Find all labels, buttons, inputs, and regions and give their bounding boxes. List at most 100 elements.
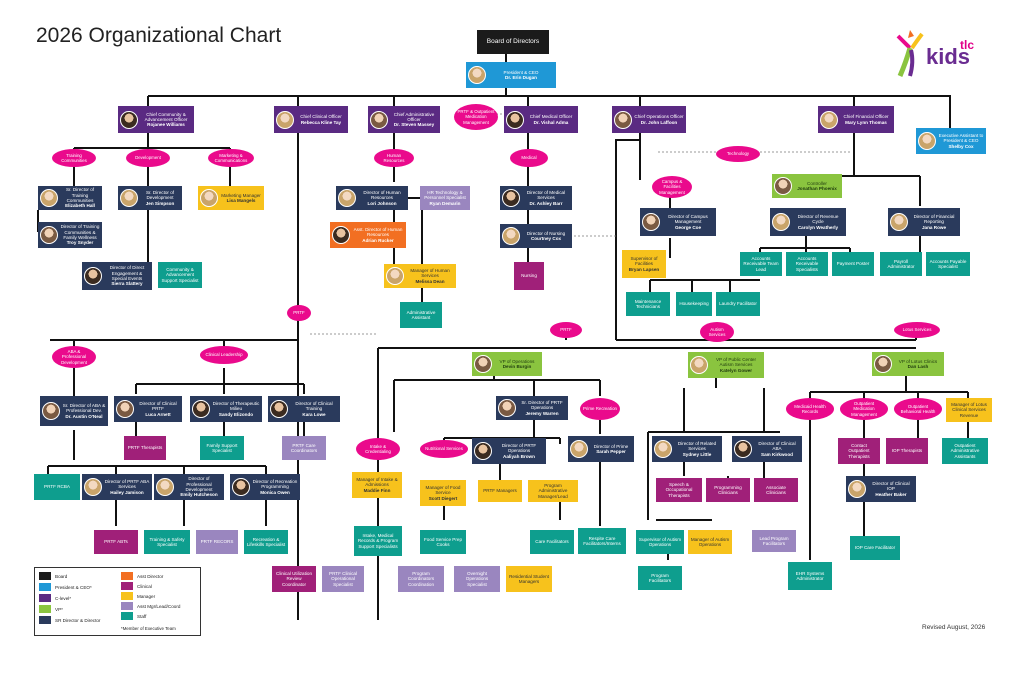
avatar bbox=[156, 478, 174, 496]
node-name: Monica Owen bbox=[260, 489, 290, 495]
node-name: Jeremy Warren bbox=[525, 410, 559, 416]
node-name: Elizabeth Hall bbox=[65, 203, 95, 209]
node-title: PRTF Therapists bbox=[127, 445, 163, 451]
node-title: VP of Operations bbox=[499, 358, 535, 364]
node-name: George Coe bbox=[674, 224, 702, 230]
cmo-name: Dr. Vishal Adma bbox=[533, 119, 569, 125]
legend-label: President & CEO* bbox=[55, 584, 92, 590]
speech-box: Speech & Occupational Therapists bbox=[656, 478, 702, 502]
node-title: Manager of Food Service bbox=[425, 485, 461, 496]
node-name: Lori Johnson bbox=[367, 200, 397, 206]
node-title: VP of Public Center Autism Services bbox=[715, 357, 756, 368]
acct-rec-box: Accounts Receivable Team Lead bbox=[740, 252, 782, 276]
node-title: Nursing bbox=[521, 273, 537, 279]
payment-poster-box: Payment Poster bbox=[832, 252, 874, 276]
exec-asst-name: Shelby Cox bbox=[948, 143, 974, 149]
oval-human-resources: Human Resources bbox=[374, 149, 414, 167]
avatar bbox=[40, 226, 58, 244]
node-name: Luca Arnett bbox=[145, 411, 171, 417]
node-title: Marketing Manager bbox=[221, 192, 261, 198]
legend-item: VP* bbox=[39, 605, 63, 613]
admin-asst-box: Administrative Assistant bbox=[400, 302, 442, 328]
legend-swatch bbox=[39, 572, 51, 580]
legend-swatch bbox=[121, 582, 133, 590]
node-title: Director of Campus Management bbox=[668, 214, 708, 225]
avatar bbox=[120, 110, 138, 129]
avatar bbox=[642, 213, 660, 231]
node-title: Director of Nursing bbox=[526, 230, 566, 236]
legend-item: Asst Director bbox=[121, 572, 163, 580]
coo-name: Dr. John Laffoon bbox=[640, 119, 678, 125]
avatar bbox=[690, 356, 708, 374]
node-title: PRTF Managers bbox=[483, 488, 517, 494]
node-name: Ryan Demarin bbox=[429, 200, 461, 206]
node-title: PRTF Care Coordinators bbox=[290, 442, 318, 453]
legend-item: Asst Mgr/Lead/Coord bbox=[121, 602, 180, 610]
iop-box: IOP Therapists bbox=[886, 438, 928, 464]
node-title: Controller bbox=[807, 180, 827, 186]
mgr-lotus-box: Manager of Lotus Clinical Services Reven… bbox=[946, 398, 992, 422]
legend-item: Clinical bbox=[121, 582, 152, 590]
avatar bbox=[848, 480, 866, 498]
avatar bbox=[270, 400, 288, 418]
node-title: Director of Direct Engagement & Special … bbox=[109, 265, 145, 281]
node-title: VP of Lotus Clinics bbox=[898, 358, 938, 364]
prtf-recor-box: PRTF RECORS bbox=[196, 530, 238, 554]
legend-item: C-level* bbox=[39, 594, 71, 602]
node-title: Respite Care Facilitators/Interns bbox=[583, 535, 621, 546]
nursing-box: Nursing bbox=[514, 262, 544, 290]
node-title: Training & Safety Specialist bbox=[149, 536, 185, 547]
node-title: Care Facilitators bbox=[535, 539, 569, 545]
avatar bbox=[468, 66, 486, 84]
mgr-autism-box: Manager of Autism Operations bbox=[688, 530, 732, 554]
node-title: Associate Clinicians bbox=[766, 484, 786, 495]
oval-aba-pd: ABA & Professional Development bbox=[52, 346, 96, 368]
avatar bbox=[734, 440, 752, 458]
avatar bbox=[116, 400, 134, 418]
community-adv-box: Community & Advancement Support Speciali… bbox=[158, 262, 202, 288]
rec-life-box: Recreation & Lifeskills Specialist bbox=[244, 530, 288, 554]
kidstlc-logo: kids tlc bbox=[890, 26, 1000, 86]
node-title: Sr. Director of Development bbox=[145, 190, 175, 201]
dir-dsp-box: Director of Direct Engagement & Special … bbox=[82, 262, 152, 290]
ap-spec-box: Accounts Payable Specialist bbox=[926, 252, 970, 276]
node-name: Aaliyah Brown bbox=[503, 453, 535, 459]
associate-clin-box: Associate Clinicians bbox=[754, 478, 798, 502]
node-name: Sierra Slattery bbox=[111, 281, 143, 287]
node-title: HR Technology & Personnel Specialist bbox=[424, 190, 466, 201]
avatar bbox=[918, 132, 936, 150]
node-title: Supervisor of Facilities bbox=[630, 256, 658, 267]
avatar bbox=[40, 189, 58, 207]
node-name: Katelyn Gower bbox=[719, 367, 753, 373]
programming-box: Programming Clinicians bbox=[706, 478, 750, 502]
avatar bbox=[820, 110, 838, 129]
oval-technology: Technology bbox=[716, 146, 760, 162]
maintenance-box: Maintenance Technicians bbox=[626, 292, 670, 316]
avatar bbox=[502, 189, 520, 207]
node-title: Sr. Director of PRTF Operations bbox=[521, 400, 563, 411]
node-title: Lead Program Facilitators bbox=[759, 535, 789, 546]
avatar bbox=[614, 110, 632, 129]
oval-prtf-left: PRTF bbox=[287, 305, 311, 321]
avatar bbox=[192, 400, 210, 418]
node-title: Accounts Receivable Specialists bbox=[795, 256, 819, 272]
legend-swatch bbox=[121, 572, 133, 580]
node-title: Programming Clinicians bbox=[714, 484, 742, 495]
avatar bbox=[874, 355, 892, 373]
avatar bbox=[232, 478, 250, 496]
avatar bbox=[276, 110, 294, 129]
node-title: Director of Clinical Training bbox=[295, 401, 333, 412]
prtf-clinical-ops-box: PRTF Clinical Operational Specialist bbox=[322, 566, 364, 592]
